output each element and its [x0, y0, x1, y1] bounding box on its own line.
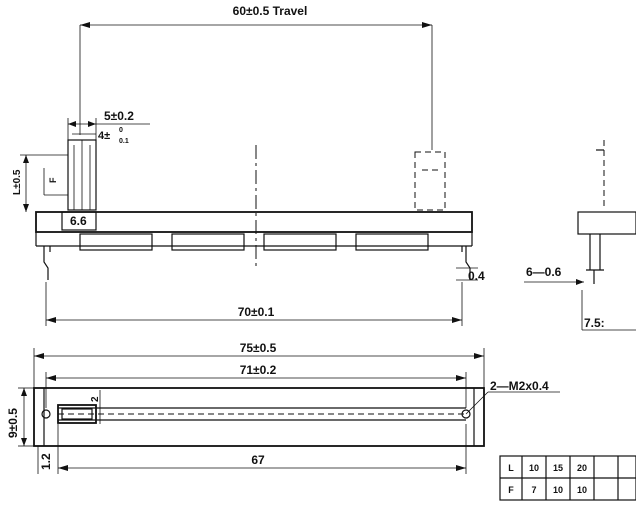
knob-width-label: 5±0.2: [104, 109, 134, 123]
width-label: 9±0.5: [6, 408, 20, 438]
lever-length-label: L±0.5: [12, 169, 23, 195]
table-row-f-cell-1: 7: [531, 485, 536, 495]
knob-depth-tol-lower: 0.1: [119, 138, 129, 145]
top-view: 75±0.5 71±0.2 2 2—M2x0.4 9±0.5: [6, 341, 560, 474]
lever-f-label: F: [48, 177, 58, 183]
side-partial-label: 7.5:: [584, 316, 605, 330]
table-row-f-cell-3: 10: [577, 485, 587, 495]
mount-screws-label: 2—M2x0.4: [490, 379, 549, 393]
knob-depth-label: 4±: [98, 130, 110, 142]
outer-length-label: 75±0.5: [240, 341, 277, 355]
lf-table: L 10 15 20 F 7 10 10: [499, 455, 636, 501]
slot-length-label: 67: [251, 453, 265, 467]
table-row-l-cell-2: 15: [553, 463, 563, 473]
lever-base-label: 6.6: [70, 214, 87, 228]
pin-offset-label: 0.4: [468, 269, 485, 283]
table-row-l-cell-3: 20: [577, 463, 587, 473]
side-view: 6—0.6 7.5:: [524, 140, 636, 331]
edge-offset-label: 1.2: [39, 453, 53, 470]
slot-width-label: 2: [90, 396, 101, 402]
mounting-length-label: 71±0.2: [240, 363, 277, 377]
table-row-f-head: F: [508, 485, 514, 495]
table-row-f-cell-2: 10: [553, 485, 563, 495]
side-pin-label: 6—0.6: [526, 265, 562, 279]
travel-label: 60±0.5 Travel: [233, 4, 308, 18]
table-row-l-cell-1: 10: [529, 463, 539, 473]
body-length-label: 70±0.1: [238, 305, 275, 319]
table-row-l-head: L: [508, 463, 514, 473]
front-view: 60±0.5 Travel 5±0.2 4± 0 0.1 L±0.5 F 6.6: [12, 4, 485, 326]
knob-depth-tol-upper: 0: [119, 127, 123, 134]
